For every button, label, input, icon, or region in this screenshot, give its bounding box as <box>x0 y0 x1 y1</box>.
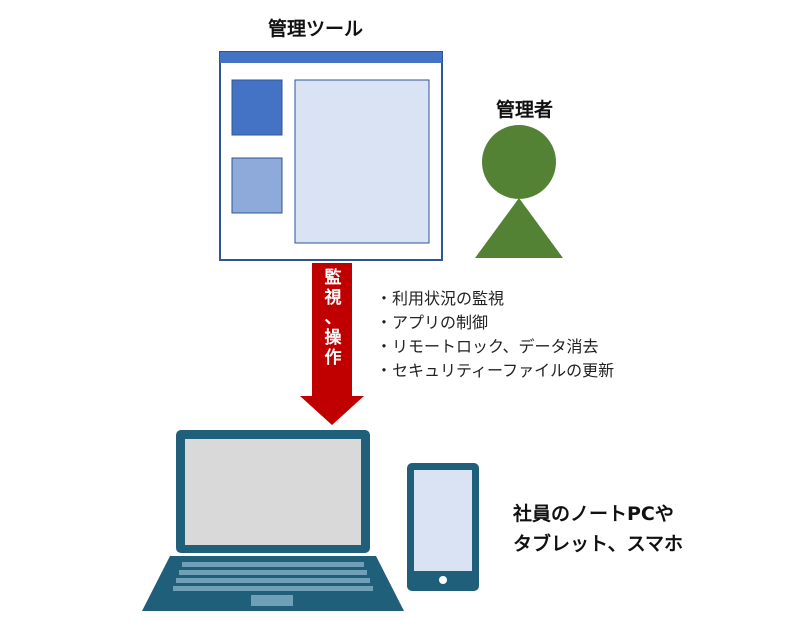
arrow-char: 、 <box>324 308 342 328</box>
admin-tool-window-icon <box>219 51 443 261</box>
arrow-char: 作 <box>324 348 342 368</box>
arrow-char: 視 <box>324 288 342 308</box>
arrow-char: 監 <box>324 268 342 288</box>
laptop-icon <box>142 430 404 611</box>
arrow-char: 操 <box>324 328 342 348</box>
admin-tool-title: 管理ツール <box>268 18 364 40</box>
down-arrow-icon <box>300 263 364 425</box>
operation-item: ・利用状況の監視 <box>376 289 505 308</box>
operation-item: ・リモートロック、データ消去 <box>376 337 599 356</box>
keyboard-keys <box>173 562 373 591</box>
tablet-icon <box>407 463 479 591</box>
admin-label: 管理者 <box>496 99 554 121</box>
operation-item: ・アプリの制御 <box>376 313 489 332</box>
person-icon <box>475 125 563 258</box>
devices-label-line1: 社員のノートPCや <box>513 503 674 525</box>
devices-label: 社員のノートPCや タブレット、スマホ <box>513 499 683 559</box>
operation-item: ・セキュリティーファイルの更新 <box>376 361 615 380</box>
operations-list: ・利用状況の監視 ・アプリの制御 ・リモートロック、データ消去 ・セキュリティー… <box>376 287 614 383</box>
arrow-label: 監 視 、 操 作 <box>318 268 348 368</box>
devices-label-line2: タブレット、スマホ <box>513 533 684 555</box>
